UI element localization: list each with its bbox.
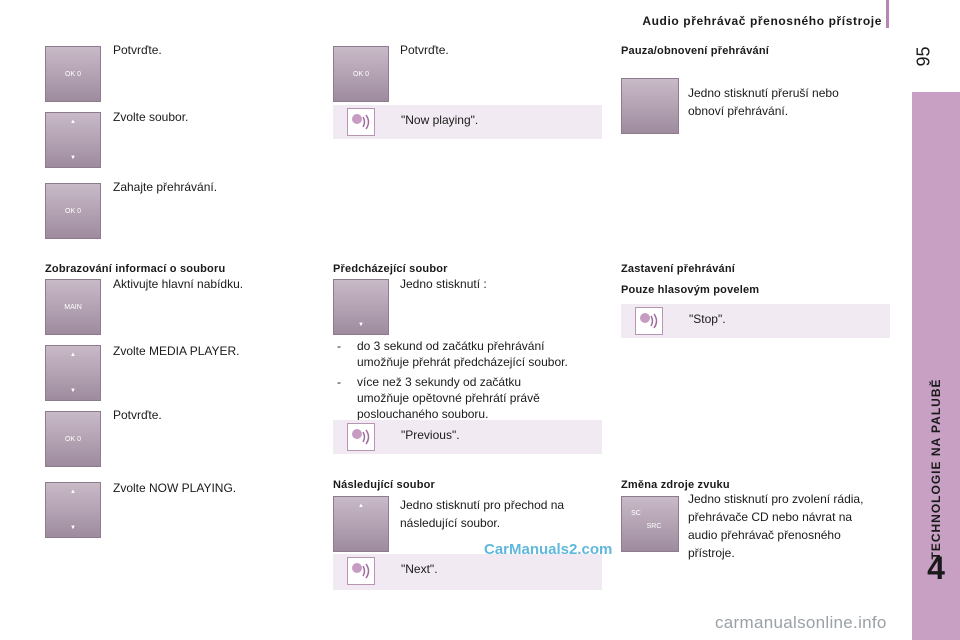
chapter-number: 4 [927,550,945,586]
scroll-button-image: ▼ [333,279,389,335]
ok-button-image: OK 0 [45,411,101,467]
step-confirm-col2: Potvrďte. [400,43,449,57]
voice-command-icon [347,423,375,451]
pause-text: Jedno stisknutí přeruší nebo obnoví přeh… [688,84,839,120]
page-number: 95 [913,46,934,67]
ok-button-image: OK 0 [45,183,101,239]
voice-command-icon [635,307,663,335]
stop-voice-only-subtitle: Pouze hlasovým povelem [621,284,760,296]
down-arrow-icon: ▼ [70,388,76,394]
up-arrow-icon: ▲ [358,503,364,509]
step-start-playback: Zahajte přehrávání. [113,180,218,194]
previous-bullets: - do 3 sekund od začátku přehrávání umož… [333,338,608,426]
bullet-line: umožňuje přehrát předcházející soubor. [357,355,568,369]
scroll-button-image: ▲ [333,496,389,552]
source-line: přístroje. [688,546,735,560]
bullet-dash: - [337,339,341,353]
bullet-item: - do 3 sekund od začátku přehrávání umož… [333,338,608,370]
step-activate-menu: Aktivujte hlavní nabídku. [113,277,244,291]
pause-line: obnoví přehrávání. [688,104,789,118]
sc-label: SC [631,510,641,517]
up-arrow-icon: ▲ [70,489,76,495]
voice-command-box: "Now playing". [333,105,602,139]
down-arrow-icon: ▼ [70,155,76,161]
voice-command-icon [347,108,375,136]
main-label: MAIN [64,304,82,311]
src-label: SRC [646,523,662,530]
scroll-button-image: ▲ ▼ [45,112,101,168]
bullet-item: - více než 3 sekundy od začátku umožňuje… [333,374,608,422]
section-title-pause: Pauza/obnovení přehrávání [621,45,770,57]
next-line: následující soubor. [400,516,501,530]
voice-command-icon [347,557,375,585]
bullet-line: umožňuje opětovné přehrátí právě [357,391,540,405]
scroll-button-image: ▲ ▼ [45,345,101,401]
section-title-stop: Zastavení přehrávání [621,263,736,275]
down-arrow-icon: ▼ [70,525,76,531]
chapter-sidebar: TECHNOLOGIE NA PALUBĚ 4 [912,92,960,640]
main-button-image: MAIN [45,279,101,335]
watermark-carmanualsonline: carmanualsonline.info [715,613,887,632]
voice-command-text: "Stop". [689,312,726,326]
step-select-now-playing: Zvolte NOW PLAYING. [113,481,237,495]
section-title-file-info: Zobrazování informací o souboru [45,263,226,275]
header-accent-line [886,0,889,28]
voice-command-text: "Previous". [401,428,460,442]
next-line: Jedno stisknutí pro přechod na [400,498,565,512]
source-line: přehrávače CD nebo návrat na [688,510,853,524]
step-confirm: Potvrďte. [113,43,162,57]
bullet-line: do 3 sekund od začátku přehrávání [357,339,545,353]
section-title-next: Následující soubor [333,479,436,491]
voice-command-box: "Stop". [621,304,890,338]
pause-button-image [621,78,679,134]
up-arrow-icon: ▲ [70,352,76,358]
step-select-media-player: Zvolte MEDIA PLAYER. [113,344,240,358]
down-arrow-icon: ▼ [358,322,364,328]
page-header-title: Audio přehrávač přenosného přístroje [642,14,882,28]
voice-command-box: "Next". [333,554,602,590]
ok-label: OK 0 [65,436,81,443]
ok-button-image: OK 0 [333,46,389,102]
previous-press-text: Jedno stisknutí : [400,277,487,291]
ok-label: OK 0 [65,71,81,78]
voice-command-text: "Now playing". [401,113,479,127]
step-confirm-2: Potvrďte. [113,408,162,422]
bullet-line: poslouchaného souboru. [357,407,489,421]
voice-command-box: "Previous". [333,420,602,454]
ok-button-image: OK 0 [45,46,101,102]
source-text: Jedno stisknutí pro zvolení rádia, přehr… [688,490,863,562]
bullet-dash: - [337,375,341,389]
section-title-previous: Předcházející soubor [333,263,448,275]
source-button-image: SC SRC [621,496,679,552]
pause-line: Jedno stisknutí přeruší nebo [688,86,839,100]
next-press-text: Jedno stisknutí pro přechod na následují… [400,496,564,532]
voice-command-text: "Next". [401,562,438,576]
section-title-source: Změna zdroje zvuku [621,479,730,491]
source-line: Jedno stisknutí pro zvolení rádia, [688,492,864,506]
source-line: audio přehrávač přenosného [688,528,841,542]
scroll-button-image: ▲ ▼ [45,482,101,538]
watermark-carmanuals: CarManuals2.com [484,541,613,558]
ok-label: OK 0 [65,208,81,215]
bullet-line: více než 3 sekundy od začátku [357,375,522,389]
step-select-file: Zvolte soubor. [113,110,189,124]
ok-label: OK 0 [353,71,369,78]
up-arrow-icon: ▲ [70,119,76,125]
